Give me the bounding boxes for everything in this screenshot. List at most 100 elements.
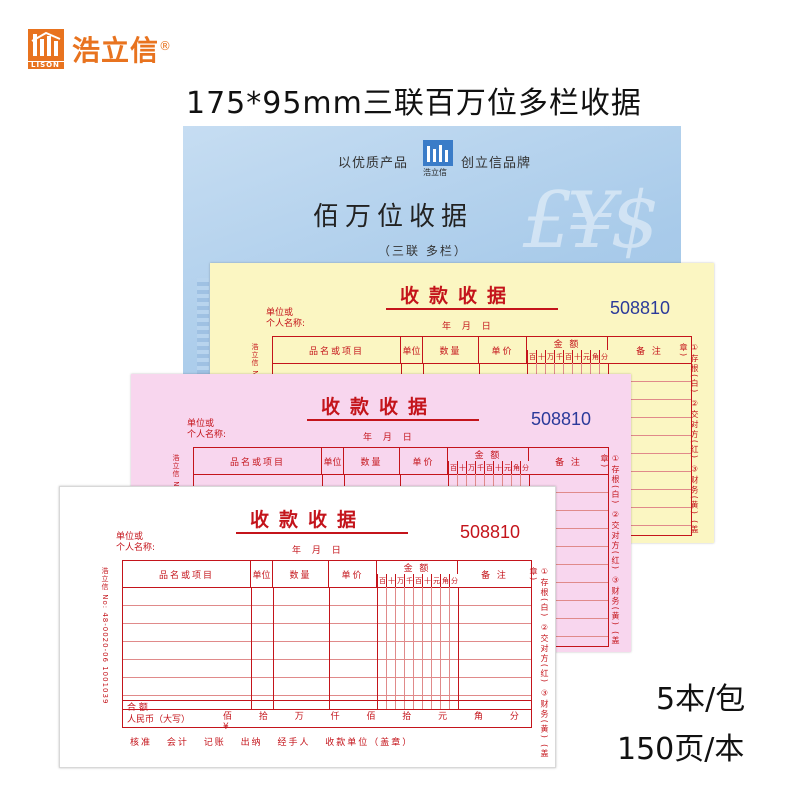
amount-digit-line (386, 587, 387, 709)
amount-digit-line (422, 587, 423, 709)
receipt-title-underline (236, 532, 408, 534)
receipt-title-underline (307, 419, 479, 421)
amount-digit-header: 百 (484, 461, 494, 474)
receipt-sheet-white: 收款收据 508810 单位或 个人名称: 年 月 日 浩立信 No: 48-0… (59, 486, 556, 768)
amount-digit-header: 元 (502, 461, 512, 474)
amount-digit-header: 万 (466, 461, 476, 474)
column-header-amount: 金 额 (377, 561, 458, 574)
receipt-title-underline (386, 308, 558, 310)
amount-digit-header: 百 (377, 574, 387, 587)
payer-label-line-1: 单位或 (187, 419, 215, 429)
amount-digit-header: 十 (493, 461, 503, 474)
column-header-price: 单价 (329, 561, 377, 587)
column-header-qty: 数量 (273, 561, 329, 587)
column-header-item: 品名或项目 (123, 561, 251, 587)
amount-digit-header: 百 (563, 350, 573, 363)
payer-name-label: 单位或 个人名称: (187, 419, 226, 441)
amount-digit-line (431, 587, 432, 709)
amount-digit-line (413, 587, 414, 709)
amount-digit-header: 分 (599, 350, 609, 363)
amount-digit-header: 百 (413, 574, 423, 587)
brand-logo-icon: LISON (28, 29, 64, 69)
receipt-date-label: 年 月 日 (363, 433, 416, 443)
copy-distribution-note: ①存根(白) ②交对方(红) ③财务(黄) (盖章) (679, 343, 700, 543)
table-column-line (377, 587, 378, 709)
amount-digit-header: 分 (449, 574, 459, 587)
amount-digit-header: 万 (545, 350, 555, 363)
column-header-unit: 单位 (251, 561, 273, 587)
amount-digit-header: 十 (572, 350, 582, 363)
cover-slogan-left: 以优质产品 (338, 156, 409, 171)
column-header-note: 备 注 (481, 570, 508, 581)
table-row (123, 695, 531, 696)
column-header-amount: 金 额 (448, 448, 529, 461)
copy-distribution-text: ①存根(白) ②交对方(红) ③财务(黄) (690, 343, 699, 516)
amount-digit-header: 万 (395, 574, 405, 587)
table-row (123, 677, 531, 678)
registered-mark: ® (159, 38, 173, 53)
receipt-date-label: 年 月 日 (442, 322, 495, 332)
receipt-date-label: 年 月 日 (292, 546, 345, 556)
amount-digit-header: 十 (422, 574, 432, 587)
amount-digit-header: 角 (590, 350, 600, 363)
receipt-total-row: 合 额 人民币（大写） 佰 拾 万 仟 佰 拾 元 角 分 ¥ (122, 700, 532, 732)
cover-title: 佰万位收据 (313, 202, 474, 232)
column-header-item: 品名或项目 (194, 448, 322, 474)
table-column-line (458, 587, 459, 709)
receipt-print-code: 浩立信 No: 48-0020-06 1001039 (101, 567, 109, 705)
copy-distribution-text: ①存根(白) ②交对方(红) ③财务(黄) (540, 567, 549, 740)
column-header-note: 备 注 (555, 457, 582, 468)
amount-digit-header: 千 (554, 350, 564, 363)
payer-label-line-2: 个人名称: (266, 319, 306, 329)
column-header-qty: 数量 (423, 337, 479, 363)
brand-header: LISON 浩立信® (28, 27, 172, 71)
amount-digit-header: 元 (581, 350, 591, 363)
amount-digit-header: 百 (448, 461, 458, 474)
brand-name: 浩立信® (72, 29, 172, 69)
total-amount-units: 佰 拾 万 仟 佰 拾 元 角 分 ¥ (223, 712, 522, 732)
amount-digit-header: 角 (440, 574, 450, 587)
amount-digit-line (440, 587, 441, 709)
brand-name-text: 浩立信 (72, 34, 160, 67)
payer-name-label: 单位或 个人名称: (266, 308, 305, 330)
column-header-note: 备 注 (636, 346, 663, 357)
amount-digit-header: 千 (475, 461, 485, 474)
copy-distribution-text: ①存根(白) ②交对方(红) ③财务(黄) (611, 454, 620, 627)
receipt-signature-footer: 核准 会计 记账 出纳 经手人 收款单位（盖章） (130, 738, 414, 748)
table-row (123, 659, 531, 660)
receipt-title: 收款收据 (400, 285, 517, 307)
column-header-price: 单价 (400, 448, 448, 474)
column-header-unit: 单位 (322, 448, 344, 474)
table-column-line (329, 587, 330, 709)
column-header-price: 单价 (479, 337, 527, 363)
column-header-qty: 数量 (344, 448, 400, 474)
amount-digit-header: 元 (431, 574, 441, 587)
copy-distribution-note: ①存根(白) ②交对方(红) ③财务(黄) (盖章) (529, 567, 550, 767)
brand-logo-text: LISON (31, 61, 60, 69)
table-column-line (273, 587, 274, 709)
cover-subtitle: （三联 多栏） (378, 244, 468, 258)
copy-distribution-seal: (盖章) (600, 454, 620, 647)
currency-watermark: £¥$ (523, 176, 660, 266)
amount-digit-header: 角 (511, 461, 521, 474)
header-divider (273, 363, 691, 364)
receipt-serial-number: 508810 (531, 409, 592, 429)
amount-digit-header: 十 (386, 574, 396, 587)
payer-label-line-1: 单位或 (116, 532, 144, 542)
total-amount-label: 合 额 (127, 703, 148, 713)
payer-label-line-1: 单位或 (266, 308, 294, 318)
amount-digit-header: 千 (404, 574, 414, 587)
column-header-unit: 单位 (401, 337, 423, 363)
payer-label-line-2: 个人名称: (116, 543, 156, 553)
cover-slogan-right: 创立信品牌 (461, 156, 532, 171)
book-page-count: 150页/本 (617, 732, 745, 767)
column-header-amount: 金 额 (527, 337, 608, 350)
amount-digit-header: 十 (457, 461, 467, 474)
table-row (123, 641, 531, 642)
cover-edge-stripe (197, 278, 209, 388)
header-divider (194, 474, 608, 475)
payer-name-label: 单位或 个人名称: (116, 532, 155, 554)
receipt-title: 收款收据 (250, 509, 367, 531)
header-divider (123, 587, 531, 588)
product-title: 175*95mm三联百万位多栏收据 (186, 86, 642, 121)
